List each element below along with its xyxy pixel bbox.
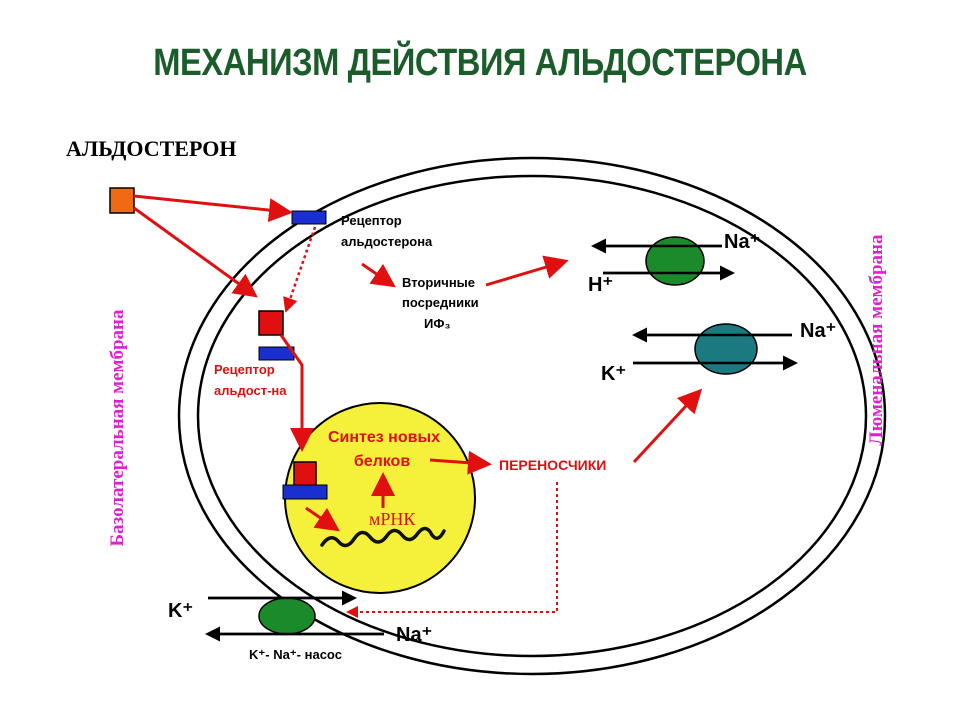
cytoplasmic-hormone-square: [258, 310, 284, 336]
arrow-hormone-to-cytoplasm: [133, 206, 258, 298]
arrow-receptor-dotted: [283, 226, 317, 313]
ion-k-bottom: K⁺: [168, 600, 193, 622]
synthesis-label-2: белков: [354, 453, 411, 470]
mrna-label: мРНК: [369, 509, 416, 529]
receptor-mid-label-2: альдост-на: [214, 383, 287, 398]
pump-label: K⁺- Na⁺- насос: [249, 647, 342, 662]
basolateral-label: Базолатеральная мембрана: [107, 309, 128, 547]
secondary-label-3: ИФ₃: [424, 316, 450, 331]
arrow-secondary-to-exchanger: [485, 255, 569, 287]
ion-k-mid: K⁺: [601, 363, 626, 385]
nuclear-receptor: [282, 484, 328, 500]
nuclear-hormone-square: [293, 461, 317, 487]
na-k-channel: [694, 323, 758, 375]
cytoplasmic-receptor: [258, 346, 295, 361]
aldosterone-molecule: [109, 187, 135, 214]
receptor-top-label-1: Рецептор: [341, 213, 402, 228]
cell-membrane-inner: [196, 174, 868, 658]
secondary-label-2: посредники: [402, 295, 479, 310]
na-h-exchanger: [645, 236, 705, 286]
carriers-label: ПЕРЕНОСЧИКИ: [499, 457, 606, 473]
ion-na-bottom: Na⁺: [396, 624, 432, 646]
ion-na-top: Na⁺: [724, 231, 760, 253]
arrow-complex-to-mrna: [305, 506, 340, 532]
ion-h: H⁺: [588, 274, 613, 296]
arrow-receptor-to-nucleus: [279, 334, 314, 452]
k-na-pump: [258, 597, 316, 635]
synthesis-label-1: Синтез новых: [328, 429, 440, 446]
arrow-hormone-to-membrane-receptor: [133, 194, 293, 223]
arrow-synthesis-to-carriers: [429, 450, 492, 475]
secondary-label-1: Вторичные: [402, 275, 475, 290]
luminal-label: Люменальная мембрана: [866, 234, 887, 445]
hormone-label: АЛЬДОСТЕРОН: [66, 136, 237, 161]
receptor-top-label-2: альдостерона: [341, 234, 433, 249]
page-title: МЕХАНИЗМ ДЕЙСТВИЯ АЛЬДОСТЕРОНА: [153, 42, 807, 84]
cell-membrane-outer: [177, 156, 887, 676]
arrow-carriers-to-pump-dotted: [346, 482, 558, 618]
arrow-receptor-to-secondary: [361, 262, 396, 288]
ion-na-mid: Na⁺: [800, 320, 836, 342]
membrane-receptor: [291, 210, 327, 225]
arrow-carriers-to-channel: [632, 388, 703, 464]
mrna-strand: [320, 526, 446, 548]
receptor-mid-label-1: Рецептор: [214, 362, 275, 377]
